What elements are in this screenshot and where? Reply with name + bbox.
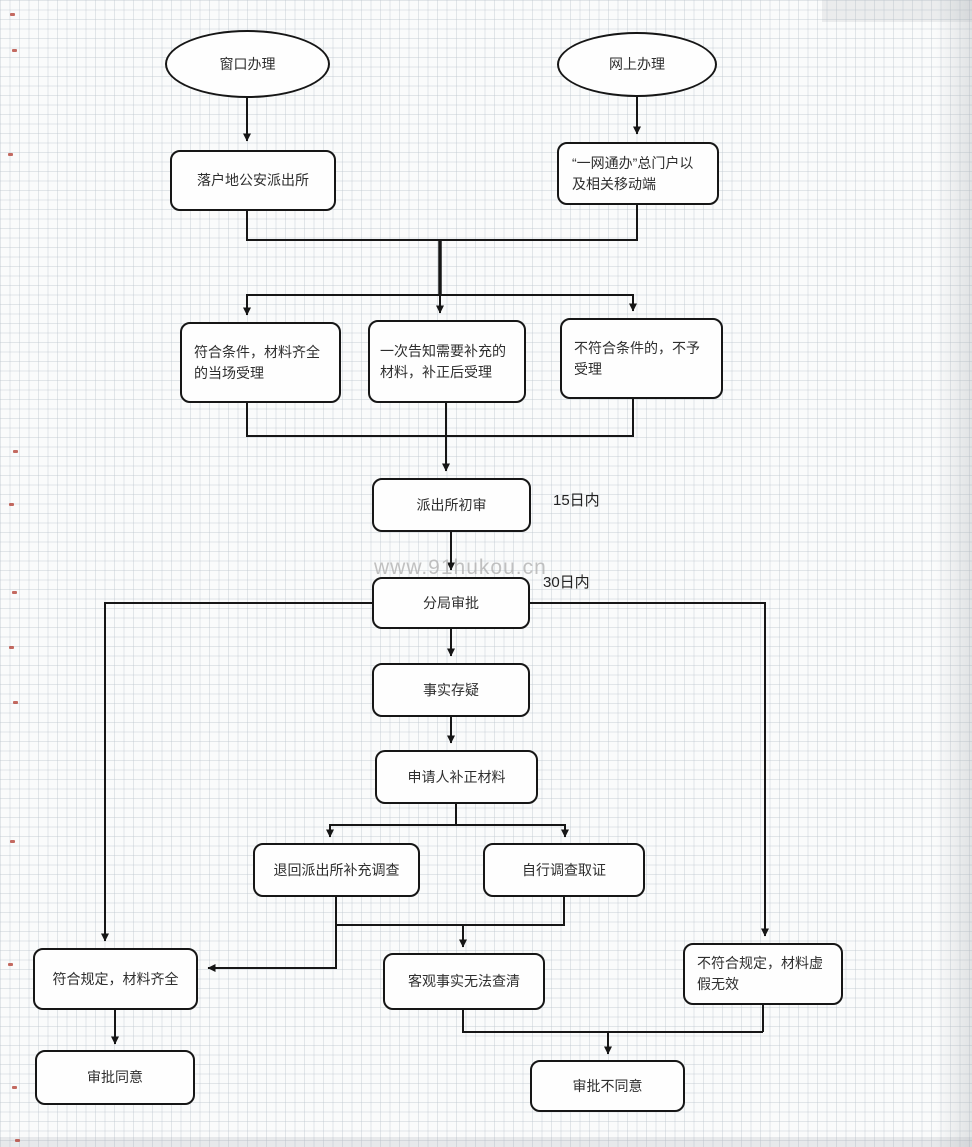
node-noncomply: 不符合规定，材料虚假无效 (683, 943, 843, 1005)
node-police-station-label: 落户地公安派出所 (197, 172, 309, 188)
node-self-investigation-label: 自行调查取证 (522, 861, 606, 878)
node-comply: 符合规定，材料齐全 (33, 948, 198, 1010)
node-not-accept-label: 不符合条件的，不予受理 (574, 339, 700, 377)
node-applicant-supplement-label: 申请人补正材料 (407, 768, 506, 785)
node-window-channel: 窗口办理 (165, 30, 330, 98)
node-approve-label: 审批同意 (87, 1069, 143, 1085)
node-window-channel-label: 窗口办理 (219, 55, 276, 72)
node-fact-unclear: 客观事实无法查清 (383, 953, 545, 1010)
node-online-channel-label: 网上办理 (609, 56, 665, 72)
node-fact-doubt: 事实存疑 (372, 663, 530, 717)
node-online-channel: 网上办理 (557, 32, 717, 97)
node-notify-supplement: 一次告知需要补充的材料，补正后受理 (368, 320, 526, 403)
node-bureau-approval: 分局审批 (372, 577, 530, 629)
node-applicant-supplement: 申请人补正材料 (375, 750, 538, 804)
node-bureau-approval-label: 分局审批 (423, 594, 479, 611)
node-police-station: 落户地公安派出所 (170, 150, 336, 211)
node-portal: “一网通办”总门户以及相关移动端 (557, 142, 719, 205)
node-return-investigation-label: 退回派出所补充调查 (273, 861, 400, 878)
watermark: www.91hukou.cn (374, 556, 547, 579)
annotation-initial-review-days: 15日内 (553, 492, 600, 509)
connectors-group (101, 97, 769, 1055)
node-portal-label: “一网通办”总门户以及相关移动端 (572, 154, 694, 192)
node-disapprove-label: 审批不同意 (572, 1077, 643, 1094)
node-fact-doubt-label: 事实存疑 (423, 681, 479, 698)
node-return-investigation: 退回派出所补充调查 (253, 843, 420, 897)
node-self-investigation: 自行调查取证 (483, 843, 645, 897)
node-noncomply-label: 不符合规定，材料虚假无效 (697, 955, 823, 992)
node-not-accept: 不符合条件的，不予受理 (560, 318, 723, 399)
node-accept-onsite-label: 符合条件，材料齐全的当场受理 (194, 343, 320, 381)
node-initial-review: 派出所初审 (372, 478, 531, 532)
annotation-bureau-approval-days: 30日内 (543, 574, 590, 591)
node-comply-label: 符合规定，材料齐全 (52, 970, 179, 987)
node-disapprove: 审批不同意 (530, 1060, 685, 1112)
node-accept-onsite: 符合条件，材料齐全的当场受理 (180, 322, 341, 403)
node-initial-review-label: 派出所初审 (416, 496, 487, 513)
node-notify-supplement-label: 一次告知需要补充的材料，补正后受理 (380, 342, 506, 380)
node-fact-unclear-label: 客观事实无法查清 (408, 973, 520, 989)
node-approve: 审批同意 (35, 1050, 195, 1105)
